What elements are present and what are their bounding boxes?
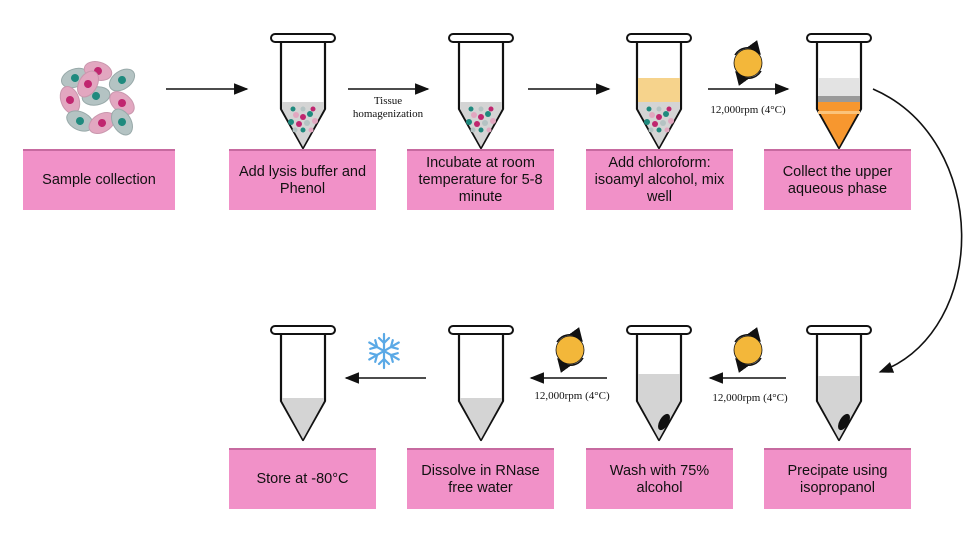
centrifuge-rotation-icon bbox=[734, 48, 762, 78]
step-label: Sample collection bbox=[42, 172, 156, 188]
cell-cluster-icon bbox=[56, 58, 140, 140]
centrifuge-label: 12,000rpm (4°C) bbox=[712, 392, 788, 404]
step-chloroform: Add chloroform: isoamyl alcohol, mix wel… bbox=[586, 149, 733, 210]
tube-incubate-icon bbox=[447, 32, 515, 150]
snowflake-icon bbox=[368, 332, 400, 370]
step-label: Precipate using isopropanol bbox=[787, 462, 888, 496]
tube-wash-icon bbox=[625, 324, 693, 442]
step-label: Store at -80°C bbox=[256, 471, 349, 487]
curved-flow-arrow bbox=[872, 88, 963, 373]
centrifuge-label: 12,000rpm (4°C) bbox=[534, 390, 610, 402]
step-store: Store at -80°C bbox=[229, 448, 376, 509]
step-wash: Wash with 75% alcohol bbox=[586, 448, 733, 509]
tube-chloroform-icon bbox=[625, 32, 693, 150]
step-collect-aqueous: Collect the upper aqueous phase bbox=[764, 149, 911, 210]
homogenization-label: Tissue homagenization bbox=[352, 95, 424, 120]
tube-lysis-icon bbox=[269, 32, 337, 150]
tube-phase-separation-icon bbox=[805, 32, 873, 150]
tube-dissolve-icon bbox=[447, 324, 515, 442]
step-lysis: Add lysis buffer and Phenol bbox=[229, 149, 376, 210]
step-precipitate: Precipate using isopropanol bbox=[764, 448, 911, 509]
step-label: Add lysis buffer and Phenol bbox=[238, 163, 367, 197]
centrifuge-rotation-icon bbox=[734, 335, 762, 365]
step-label: Dissolve in RNase free water bbox=[421, 462, 540, 496]
step-incubate: Incubate at room temperature for 5-8 min… bbox=[407, 149, 554, 210]
tube-isopropanol-icon bbox=[805, 324, 873, 442]
centrifuge-label: 12,000rpm (4°C) bbox=[710, 104, 786, 116]
step-label: Wash with 75% alcohol bbox=[609, 462, 710, 496]
step-label: Add chloroform: isoamyl alcohol, mix wel… bbox=[594, 155, 725, 205]
centrifuge-rotation-icon bbox=[556, 335, 584, 365]
step-dissolve: Dissolve in RNase free water bbox=[407, 448, 554, 509]
step-label: Collect the upper aqueous phase bbox=[782, 163, 893, 197]
step-label: Incubate at room temperature for 5-8 min… bbox=[418, 155, 543, 205]
step-sample-collection: Sample collection bbox=[23, 149, 175, 210]
tube-store-icon bbox=[269, 324, 337, 442]
